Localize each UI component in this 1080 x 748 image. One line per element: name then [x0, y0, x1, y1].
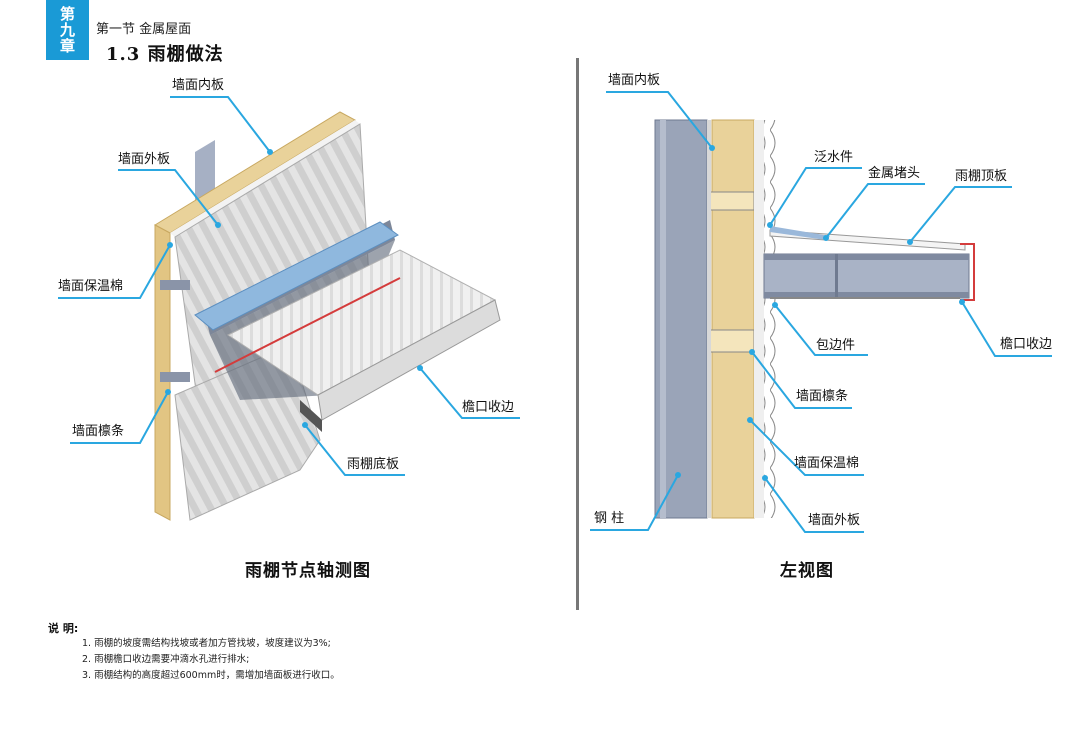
axo-label-purlin: 墙面檩条: [72, 424, 125, 439]
side-label-purlin: 墙面檩条: [796, 389, 849, 404]
side-leader-outer-panel: [764, 477, 864, 533]
note-item: 2. 雨棚檐口收边需要冲滴水孔进行排水;: [82, 654, 250, 665]
axo-purlin-upper: [160, 280, 190, 290]
note-item: 3. 雨棚结构的高度超过600mm时，需增加墙面板进行收口。: [82, 670, 340, 681]
side-dot-inner-panel: [709, 145, 715, 151]
side-outer-panel-corrugation: [764, 120, 776, 518]
side-dot-steel-column: [675, 472, 681, 478]
side-view-drawing: [590, 91, 1052, 533]
axo-label-outer-panel: 墙面外板: [118, 152, 171, 167]
axo-sealant-line: [214, 277, 401, 373]
axo-eave-end: [300, 400, 322, 432]
side-purlin-upper: [707, 191, 755, 211]
axo-dot-outer-panel: [215, 222, 221, 228]
axo-dot-soffit: [302, 422, 308, 428]
side-purlin-lower: [707, 329, 755, 353]
side-steel-column-flange: [660, 120, 666, 518]
axo-label-eave-trim: 檐口收边: [462, 400, 515, 415]
side-flashing: [770, 226, 830, 240]
side-dot-metal-cap: [823, 235, 829, 241]
axo-dot-purlin: [165, 389, 171, 395]
axo-leader-eave-trim: [419, 367, 520, 419]
side-canopy-beam: [763, 253, 970, 299]
chapter-char-2: 九: [59, 21, 75, 39]
chapter-char-1: 第: [59, 5, 75, 23]
side-dot-edge-trim: [772, 302, 778, 308]
side-canopy-beam-stiffener: [835, 254, 838, 298]
side-label-roof-panel: 雨棚顶板: [955, 169, 1008, 184]
side-label-flashing: 泛水件: [814, 150, 854, 165]
axo-eave-trim: [317, 299, 501, 421]
side-label-eave-trim: 檐口收边: [1000, 337, 1053, 352]
axonometric-drawing: [58, 96, 520, 521]
side-canopy-beam-top-flange: [764, 254, 969, 260]
axo-leader-purlin: [70, 391, 169, 444]
side-leader-metal-cap: [825, 183, 925, 239]
side-label-steel-column: 钢 柱: [594, 511, 625, 526]
section-label: 第一节 金属屋面: [96, 22, 192, 37]
chapter-char-3: 章: [59, 37, 75, 55]
side-leader-purlin: [751, 351, 852, 409]
side-label-inner-panel: 墙面内板: [608, 73, 661, 88]
axo-label-inner-panel: 墙面内板: [172, 78, 225, 93]
side-dot-purlin: [749, 349, 755, 355]
side-dot-flashing: [767, 222, 773, 228]
side-leader-edge-trim: [774, 304, 868, 356]
axo-leader-inner-panel: [170, 96, 271, 153]
side-outer-panel: [754, 120, 764, 518]
axo-purlin-lower: [160, 372, 190, 382]
axo-roof-flashing: [194, 221, 399, 331]
side-eave-trim: [960, 243, 975, 301]
side-leader-eave-trim: [961, 301, 1052, 357]
side-leader-flashing: [769, 167, 862, 226]
side-dot-insulation: [747, 417, 753, 423]
axo-leader-outer-panel: [118, 169, 219, 226]
side-insulation: [711, 119, 755, 519]
side-label-edge-trim: 包边件: [816, 338, 856, 353]
notes-title: 说 明:: [48, 622, 79, 635]
side-dot-eave-trim: [959, 299, 965, 305]
side-leader-insulation: [749, 419, 864, 476]
axo-caption: 雨棚节点轴测图: [245, 561, 371, 581]
axo-leader-insulation: [58, 244, 171, 299]
axo-dot-insulation: [167, 242, 173, 248]
axo-leader-soffit: [304, 424, 405, 476]
side-leader-inner-panel: [606, 91, 713, 149]
axo-label-soffit: 雨棚底板: [347, 457, 400, 472]
side-inner-panel: [707, 120, 711, 518]
notes-list: 1. 雨棚的坡度需结构找坡或者加方管找坡，坡度建议为3%; 2. 雨棚檐口收边需…: [82, 636, 340, 684]
side-leader-steel-column: [590, 474, 679, 531]
side-dot-roof-panel: [907, 239, 913, 245]
side-canopy-beam-bottom-flange: [764, 292, 969, 298]
side-label-outer-panel: 墙面外板: [808, 513, 861, 528]
axo-dot-eave-trim: [417, 365, 423, 371]
note-item: 1. 雨棚的坡度需结构找坡或者加方管找坡，坡度建议为3%;: [82, 638, 331, 649]
side-label-metal-cap: 金属堵头: [868, 166, 921, 181]
page-title: 1.3 雨棚做法: [106, 44, 224, 65]
side-dot-outer-panel: [762, 475, 768, 481]
axo-label-insulation: 墙面保温棉: [58, 279, 124, 294]
side-leader-roof-panel: [909, 186, 1012, 243]
chapter-tab: 第 九 章: [46, 0, 89, 60]
view-divider: [576, 58, 579, 610]
axo-inner-panel: [170, 120, 360, 237]
side-label-insulation: 墙面保温棉: [794, 456, 860, 471]
axo-dot-inner-panel: [267, 149, 273, 155]
side-caption: 左视图: [780, 561, 834, 581]
